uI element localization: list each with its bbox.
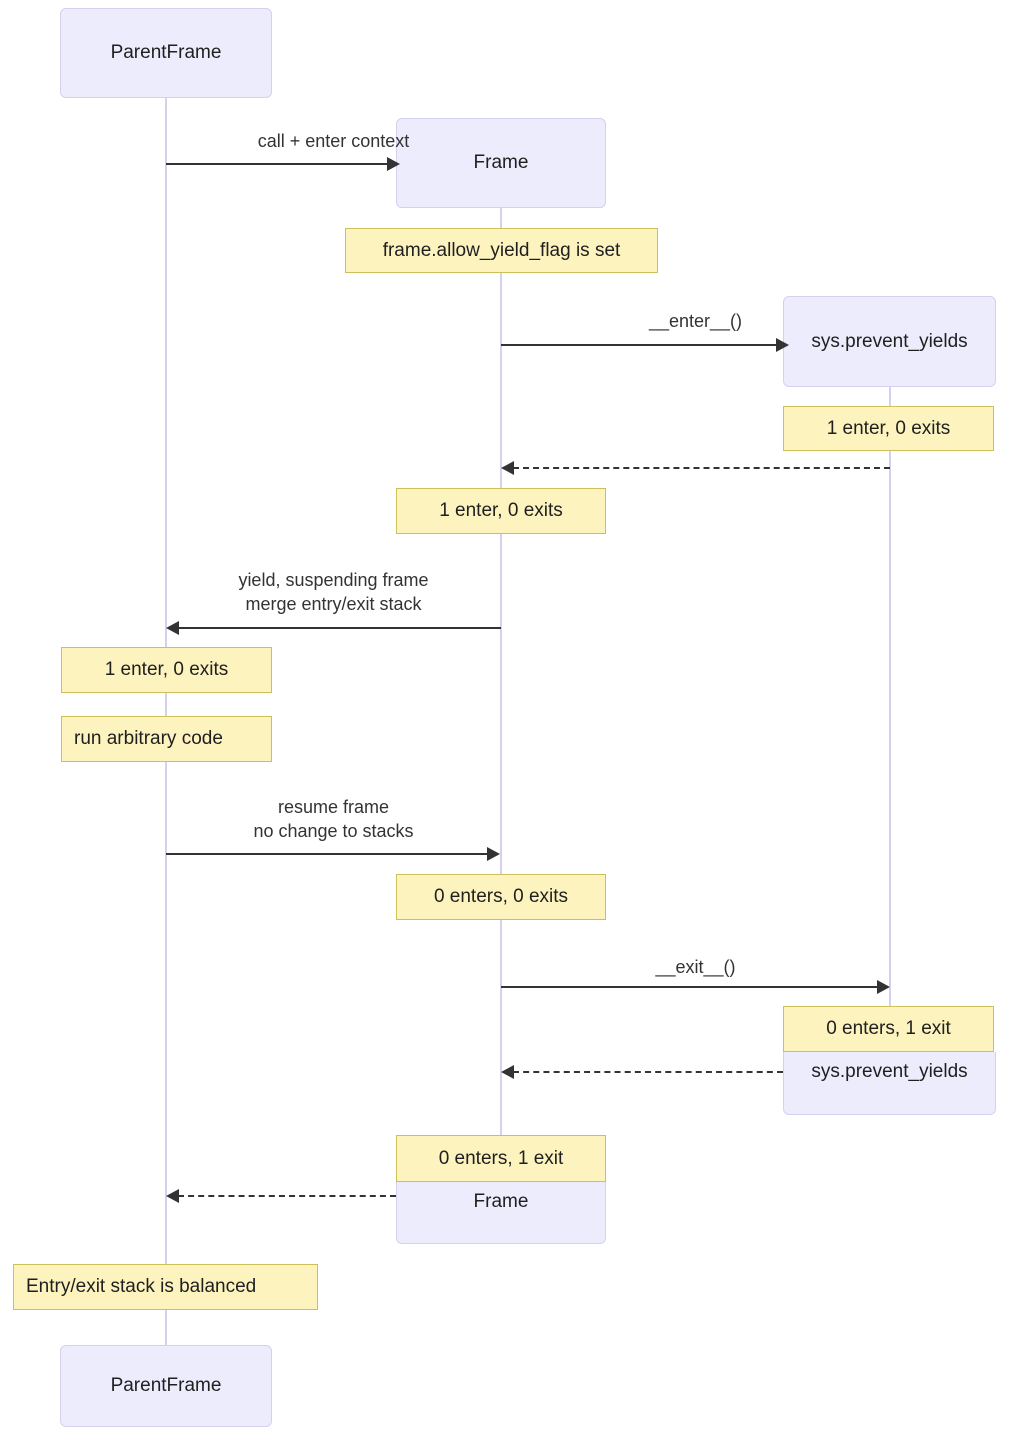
arrow-head-right: [877, 980, 890, 994]
note-text: Entry/exit stack is balanced: [26, 1276, 257, 1297]
participant-label: sys.prevent_yields: [811, 1061, 968, 1082]
participant-sys-prevent-yields-top[interactable]: sys.prevent_yields: [783, 296, 996, 387]
note-run-arbitrary-code: run arbitrary code: [61, 716, 272, 762]
note-entry-exit-stack-balanced: Entry/exit stack is balanced: [13, 1264, 318, 1310]
note-frame-0-enters-1-exit: 0 enters, 1 exit: [396, 1135, 606, 1182]
message-arrow-enter: [501, 344, 777, 346]
participant-frame-top[interactable]: Frame: [396, 118, 606, 208]
arrow-head-right: [776, 338, 789, 352]
arrow-head-left: [166, 1189, 179, 1203]
message-label-resume-frame: resume frame no change to stacks: [253, 797, 414, 842]
note-text: run arbitrary code: [74, 728, 223, 749]
message-arrow-call-enter-context: [166, 163, 388, 165]
note-text: 0 enters, 1 exit: [826, 1018, 951, 1039]
note-text: 0 enters, 1 exit: [438, 1147, 564, 1169]
arrow-head-left: [501, 461, 514, 475]
message-label-exit: __exit__(): [655, 957, 736, 977]
note-text: 0 enters, 0 exits: [433, 886, 569, 907]
note-sys-0-enters-1-exit: 0 enters, 1 exit: [783, 1006, 994, 1052]
message-label-enter: __enter__(): [648, 311, 743, 331]
participant-label: sys.prevent_yields: [811, 330, 968, 352]
note-text: 1 enter, 0 exits: [104, 659, 229, 680]
note-sys-1-enter-0-exits: 1 enter, 0 exits: [783, 406, 994, 451]
message-arrow-resume-frame: [166, 853, 488, 855]
participant-sys-prevent-yields-bottom[interactable]: sys.prevent_yields: [783, 1052, 996, 1115]
message-arrow-return-sys-to-frame-2: [513, 1071, 783, 1073]
participant-label: ParentFrame: [110, 42, 222, 63]
message-arrow-exit: [501, 986, 878, 988]
note-parent-1-enter-0-exits: 1 enter, 0 exits: [61, 647, 272, 693]
message-arrow-return-frame-to-parent: [178, 1195, 396, 1197]
note-frame-1-enter-0-exits: 1 enter, 0 exits: [396, 488, 606, 534]
participant-parentframe-top[interactable]: ParentFrame: [60, 8, 272, 98]
note-frame-0-enters-0-exits: 0 enters, 0 exits: [396, 874, 606, 920]
message-arrow-yield-suspending: [178, 627, 501, 629]
arrow-head-right: [487, 847, 500, 861]
participant-label: Frame: [473, 1190, 529, 1212]
message-label-yield-suspending: yield, suspending frame merge entry/exit…: [238, 570, 429, 615]
note-text: frame.allow_yield_flag is set: [382, 239, 621, 261]
arrow-head-left: [166, 621, 179, 635]
participant-label: ParentFrame: [110, 1375, 222, 1396]
message-label-call-enter-context: call + enter context: [257, 131, 410, 151]
participant-parentframe-bottom[interactable]: ParentFrame: [60, 1345, 272, 1427]
note-text: 1 enter, 0 exits: [826, 417, 951, 439]
participant-label: Frame: [473, 152, 529, 173]
message-arrow-return-sys-to-frame: [513, 467, 890, 469]
participant-frame-bottom[interactable]: Frame: [396, 1182, 606, 1244]
lifeline-frame: [500, 208, 502, 1182]
note-text: 1 enter, 0 exits: [439, 500, 563, 521]
note-frame-allow-yield-flag: frame.allow_yield_flag is set: [345, 228, 658, 273]
lifeline-sys-prevent-yields: [889, 387, 891, 1052]
arrow-head-left: [501, 1065, 514, 1079]
arrow-head-right: [387, 157, 400, 171]
